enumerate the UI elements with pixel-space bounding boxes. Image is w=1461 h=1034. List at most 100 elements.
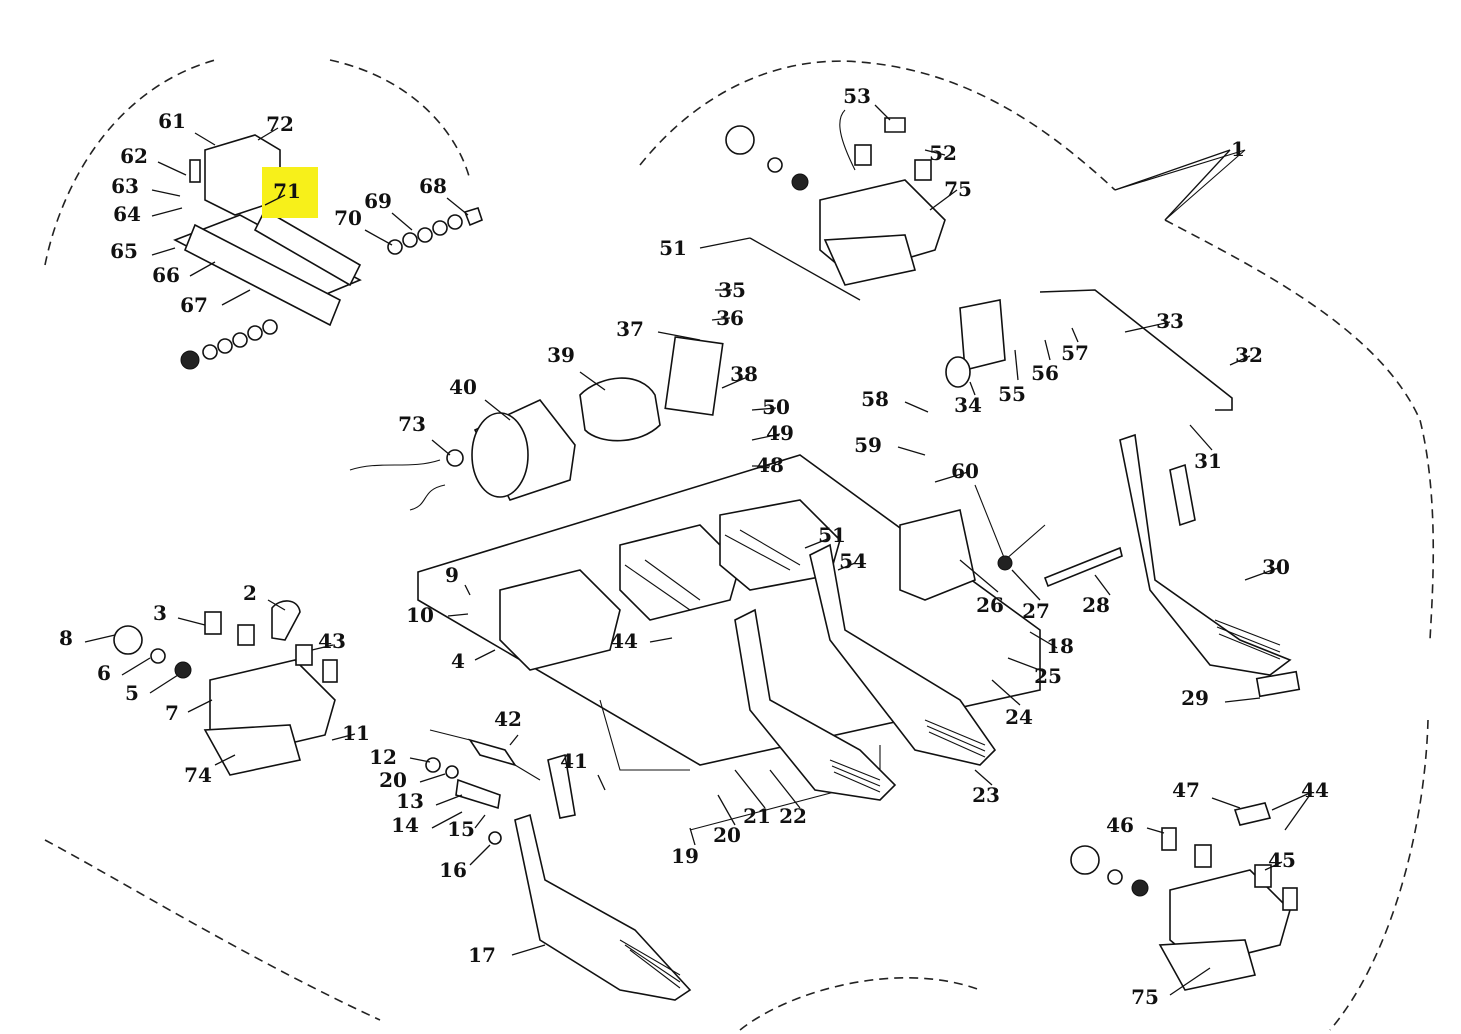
leader-line-30 — [1244, 567, 1279, 581]
leader-line-54 — [837, 562, 856, 571]
valve-block-left — [113, 600, 338, 776]
part-label-35: 35 — [718, 278, 746, 302]
leader-line-63 — [151, 189, 181, 197]
leader-line-29 — [1224, 697, 1261, 703]
part-label-26: 26 — [976, 593, 1004, 617]
part-label-74: 74 — [184, 763, 212, 787]
part-label-59: 59 — [854, 433, 882, 457]
part-label-25: 25 — [1034, 664, 1062, 688]
leader-line-17 — [511, 944, 546, 956]
leader-line-65 — [151, 247, 176, 256]
pedal-right-center — [809, 543, 997, 766]
part-label-15: 15 — [447, 817, 475, 841]
leader-line-20 — [419, 773, 446, 783]
leader-line-51 — [699, 237, 751, 249]
part-label-36: 36 — [716, 306, 744, 330]
part-label-49: 49 — [766, 421, 794, 445]
valve-block-center — [499, 499, 841, 671]
spring — [425, 729, 541, 845]
part-label-21: 21 — [743, 804, 771, 828]
part-label-6: 6 — [97, 661, 111, 685]
part-label-27: 27 — [1022, 599, 1050, 623]
leader-line-23 — [974, 769, 993, 786]
boundary-outline — [44, 59, 1435, 1031]
leader-line-41 — [597, 774, 606, 791]
part-label-50: 50 — [762, 395, 790, 419]
leader-line-44 — [1284, 791, 1313, 831]
leader-line-42 — [509, 734, 519, 746]
part-label-44: 44 — [1301, 778, 1329, 802]
part-label-20: 20 — [379, 768, 407, 792]
leader-line-68 — [446, 197, 469, 216]
pedal-center — [734, 608, 897, 801]
part-label-20: 20 — [713, 823, 741, 847]
motor-assembly — [349, 336, 724, 511]
part-label-69: 69 — [364, 189, 392, 213]
leader-line-40 — [484, 399, 511, 421]
part-label-70: 70 — [334, 206, 362, 230]
part-label-52: 52 — [929, 141, 957, 165]
part-label-9: 9 — [445, 563, 459, 587]
pedal-left — [514, 753, 692, 1001]
leader-line-39 — [579, 371, 606, 391]
leader-line-6 — [121, 657, 151, 676]
leader-line-67 — [221, 289, 251, 306]
part-label-42: 42 — [494, 707, 522, 731]
part-label-32: 32 — [1235, 343, 1263, 367]
part-label-41: 41 — [560, 749, 588, 773]
part-label-48: 48 — [756, 453, 784, 477]
leader-line-37 — [657, 331, 701, 341]
leader-line-57 — [1071, 327, 1079, 343]
part-label-62: 62 — [120, 144, 148, 168]
part-label-64: 64 — [113, 202, 141, 226]
leader-line-32 — [1229, 355, 1251, 366]
leader-line-27 — [1011, 569, 1041, 601]
part-label-12: 12 — [369, 745, 397, 769]
leader-line-4 — [474, 649, 496, 661]
part-label-61: 61 — [158, 109, 186, 133]
part-label-1: 1 — [1231, 137, 1245, 161]
part-label-60: 60 — [951, 459, 979, 483]
leader-line-28 — [1094, 574, 1111, 596]
part-label-45: 45 — [1268, 848, 1296, 872]
valve-block-bottom-right — [1070, 802, 1298, 991]
part-label-3: 3 — [153, 601, 167, 625]
leader-line-46 — [1146, 827, 1165, 834]
part-label-37: 37 — [616, 317, 644, 341]
part-label-72: 72 — [266, 112, 294, 136]
leader-line-24 — [991, 679, 1021, 706]
part-label-13: 13 — [396, 789, 424, 813]
leader-line-62 — [157, 161, 187, 176]
leader-line-21 — [734, 769, 766, 809]
leader-line-44 — [649, 637, 673, 643]
part-label-10: 10 — [406, 603, 434, 627]
part-label-14: 14 — [391, 813, 419, 837]
bracket — [899, 484, 1046, 601]
leader-line-74 — [214, 754, 236, 766]
part-label-16: 16 — [439, 858, 467, 882]
leader-line-34 — [969, 381, 976, 396]
part-label-2: 2 — [243, 581, 257, 605]
leader-line-69 — [391, 212, 413, 231]
linkage-rod — [945, 289, 1233, 588]
leader-line-47 — [1211, 797, 1241, 809]
valve-block-top — [725, 109, 946, 286]
part-label-40: 40 — [449, 375, 477, 399]
leader-line-20 — [717, 794, 736, 826]
part-label-46: 46 — [1106, 813, 1134, 837]
leader-line-38 — [721, 377, 746, 389]
part-label-23: 23 — [972, 783, 1000, 807]
leader-line-72 — [257, 127, 279, 141]
leader-line-14 — [431, 811, 463, 829]
part-label-4: 4 — [451, 649, 465, 673]
part-label-38: 38 — [730, 362, 758, 386]
leader-line-50 — [751, 407, 777, 411]
highlight-box — [262, 167, 318, 218]
part-label-58: 58 — [861, 387, 889, 411]
leader-line-55 — [1014, 349, 1019, 381]
leader-line-18 — [1029, 631, 1058, 649]
part-label-51: 51 — [818, 523, 846, 547]
part-label-71: 71 — [273, 179, 301, 203]
part-label-47: 47 — [1172, 778, 1200, 802]
leader-line-43 — [311, 644, 334, 651]
